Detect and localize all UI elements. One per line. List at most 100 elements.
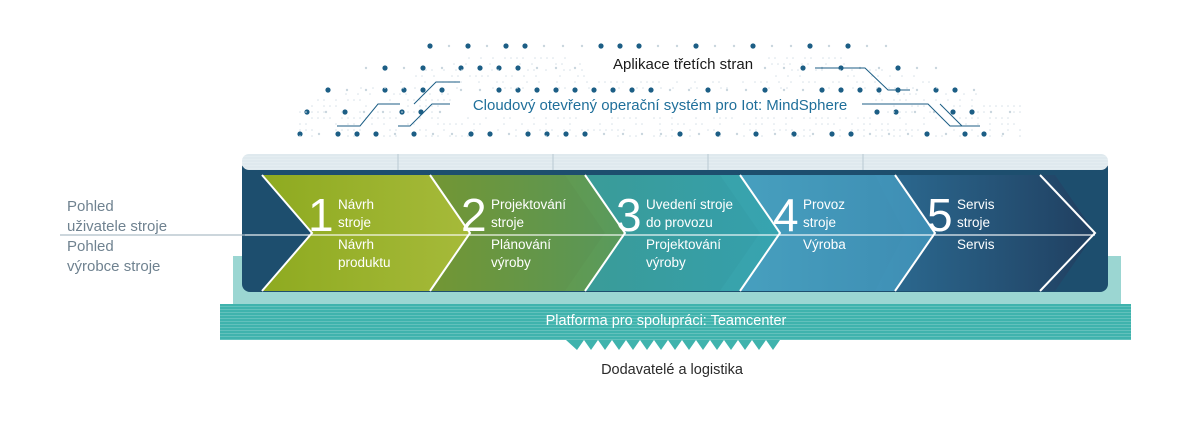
network-dot	[573, 66, 577, 70]
network-dot-faint	[903, 93, 905, 95]
network-dot-faint	[695, 123, 697, 125]
network-dot-faint	[755, 117, 757, 119]
network-dot-faint	[754, 81, 756, 83]
network-dot-faint	[653, 135, 655, 137]
network-dot	[932, 110, 936, 114]
suppliers-label: Dodavatelé a logistika	[601, 362, 743, 378]
network-dot-faint	[881, 123, 883, 125]
network-dot-faint	[629, 117, 631, 119]
network-dot-faint	[862, 81, 864, 83]
network-dot-faint	[755, 123, 757, 125]
network-dot-faint	[971, 129, 973, 131]
network-dot-faint	[659, 135, 661, 137]
network-dot-faint	[742, 81, 744, 83]
network-dot-faint	[893, 105, 895, 107]
network-dot-faint	[546, 57, 548, 59]
network-dot-faint	[899, 129, 901, 131]
network-dot	[829, 131, 835, 137]
network-dot	[906, 132, 910, 136]
network-dot-faint	[460, 81, 462, 83]
network-dot-faint	[516, 57, 518, 59]
network-dot-faint	[431, 69, 433, 71]
network-dot	[582, 131, 588, 137]
network-dot-faint	[629, 135, 631, 137]
network-dot-faint	[329, 117, 331, 119]
network-dot-faint	[989, 117, 991, 119]
network-dot-faint	[535, 75, 537, 77]
network-dot-faint	[983, 111, 985, 113]
stage-3-chevron	[565, 175, 780, 291]
network-dot-faint	[468, 57, 470, 59]
network-dot-faint	[881, 99, 883, 101]
network-dot-faint	[497, 129, 499, 131]
network-dot-faint	[479, 123, 481, 125]
network-dot-faint	[671, 129, 673, 131]
network-dot-faint	[827, 123, 829, 125]
network-dot-faint	[839, 117, 841, 119]
network-dot-faint	[809, 117, 811, 119]
network-dot	[342, 109, 348, 115]
network-dot	[431, 132, 435, 136]
network-dot-faint	[437, 99, 439, 101]
network-dot-faint	[911, 135, 913, 137]
network-dot-faint	[347, 117, 349, 119]
cloud-os-label: Cloudový otevřený operační systém pro Io…	[472, 97, 848, 114]
network-dot-faint	[989, 135, 991, 137]
network-dot-faint	[526, 81, 528, 83]
network-dot	[485, 44, 489, 48]
network-dot-faint	[815, 123, 817, 125]
network-dot-faint	[935, 135, 937, 137]
network-dot-faint	[863, 135, 865, 137]
network-dot-faint	[618, 87, 620, 89]
network-dot-faint	[989, 129, 991, 131]
network-dot	[411, 131, 417, 137]
network-dot	[800, 65, 806, 71]
network-dot	[364, 88, 368, 92]
network-dot-faint	[455, 135, 457, 137]
network-dot-faint	[577, 75, 579, 77]
network-dot-faint	[377, 111, 379, 113]
network-dot-faint	[545, 129, 547, 131]
network-dot-faint	[461, 135, 463, 137]
network-dot-faint	[905, 123, 907, 125]
network-dot-faint	[563, 117, 565, 119]
network-dot-faint	[431, 105, 433, 107]
network-dot-faint	[389, 99, 391, 101]
network-dot-faint	[1019, 135, 1021, 137]
network-dot-faint	[887, 111, 889, 113]
network-dot-faint	[414, 87, 416, 89]
network-dot	[915, 66, 919, 70]
network-dot-faint	[995, 105, 997, 107]
stage-maker-view: Výroba	[803, 237, 846, 252]
network-dot	[893, 109, 899, 115]
network-dot	[791, 131, 797, 137]
network-dot-faint	[874, 81, 876, 83]
network-dot-faint	[801, 63, 803, 65]
network-dot-faint	[928, 81, 930, 83]
network-dot-faint	[401, 111, 403, 113]
network-dot-faint	[485, 117, 487, 119]
network-dot-faint	[317, 117, 319, 119]
network-dot-faint	[911, 129, 913, 131]
stage-number: 5	[927, 189, 953, 241]
network-dot-faint	[509, 117, 511, 119]
network-dot-faint	[989, 105, 991, 107]
network-dot-faint	[851, 123, 853, 125]
network-dot	[952, 87, 958, 93]
network-dot-faint	[299, 135, 301, 137]
network-dot-faint	[311, 129, 313, 131]
stage-number: 4	[773, 189, 799, 241]
network-dot	[325, 87, 331, 93]
network-dot-faint	[851, 129, 853, 131]
network-dot-faint	[588, 87, 590, 89]
network-dot-faint	[598, 81, 600, 83]
network-dot	[735, 132, 739, 136]
network-dot-faint	[791, 135, 793, 137]
network-dot-faint	[1019, 105, 1021, 107]
network-dot-faint	[671, 123, 673, 125]
network-dot-faint	[977, 135, 979, 137]
